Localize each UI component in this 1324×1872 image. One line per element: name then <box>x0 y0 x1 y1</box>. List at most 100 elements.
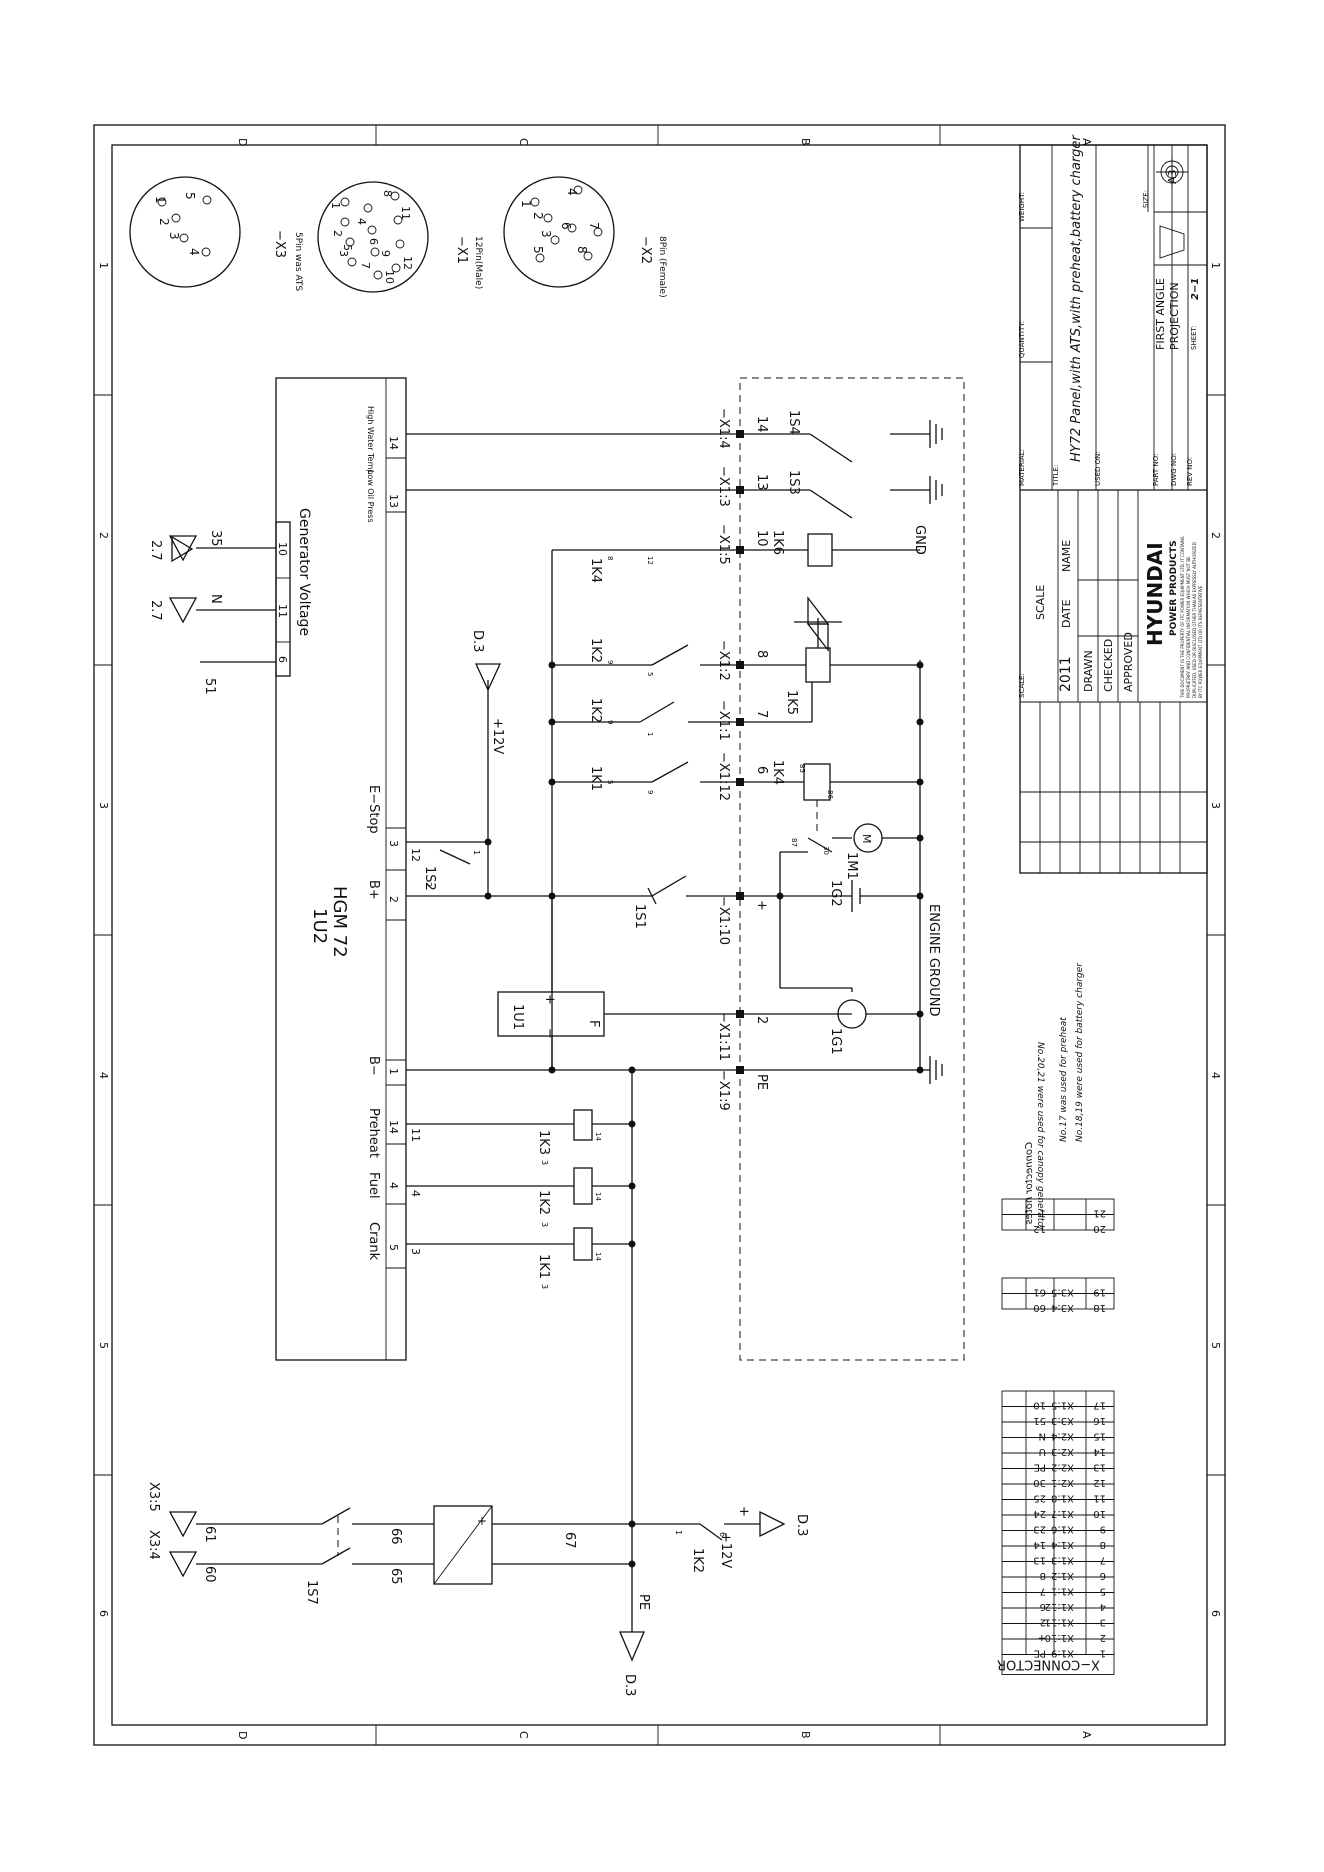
svg-text:13: 13 <box>754 474 769 491</box>
svg-text:14: 14 <box>594 1252 602 1261</box>
svg-text:D.3: D.3 <box>470 630 485 652</box>
brand-logo: HYUNDAI <box>1143 542 1167 646</box>
x-connector-cell: + <box>1038 1632 1046 1643</box>
svg-text:11: 11 <box>409 1128 422 1142</box>
svg-text:1U1: 1U1 <box>510 1004 525 1030</box>
zone-letter-top-a: A <box>1080 138 1093 146</box>
svg-text:2: 2 <box>531 212 545 220</box>
main-circuit: 1K4 8 12 −X1:5 10 1K6 GND 1K2 9 5 −X1:2 … <box>406 524 943 1632</box>
svg-text:12: 12 <box>646 556 654 565</box>
drawing-frame: D C B A D C B A 1 2 3 4 5 6 1 2 3 4 5 6 <box>93 124 1226 1746</box>
x-connector-cell: 13 <box>1093 1462 1106 1473</box>
svg-text:4: 4 <box>565 188 579 196</box>
svg-text:8: 8 <box>754 650 769 658</box>
svg-text:REV NO:: REV NO: <box>1186 457 1194 486</box>
svg-text:DUPLICATED, USED OR DISCLOSED: DUPLICATED, USED OR DISCLOSED OTHER THAN… <box>1192 542 1197 698</box>
svg-text:Fuel: Fuel <box>366 1172 381 1199</box>
zone-letter-bottom-a: A <box>1080 1731 1093 1739</box>
x-connector-cell: 11 <box>1093 1493 1106 1504</box>
x-connector-cell: X1:1 <box>1051 1586 1074 1597</box>
x-connector-cell: 5 <box>1100 1586 1106 1597</box>
zone-number-left-5: 5 <box>97 1342 110 1349</box>
svg-text:1K2: 1K2 <box>690 1548 705 1573</box>
svg-text:1G2: 1G2 <box>828 880 843 907</box>
x-connector-cell: X2:3 <box>1051 1446 1074 1457</box>
svg-text:BY ITC POWER EQUIPMENT LTD OR: BY ITC POWER EQUIPMENT LTD OR ITS REPRES… <box>1198 585 1203 698</box>
svg-text:−X1:1: −X1:1 <box>716 700 731 741</box>
svg-text:4: 4 <box>387 1182 400 1189</box>
svg-text:1: 1 <box>646 732 654 736</box>
svg-text:DWG NO:: DWG NO: <box>1170 453 1178 486</box>
svg-text:1M1: 1M1 <box>844 852 859 880</box>
svg-text:1K3: 1K3 <box>536 1130 551 1155</box>
svg-text:5: 5 <box>531 246 545 254</box>
svg-text:1: 1 <box>387 1068 400 1075</box>
svg-text:1K2: 1K2 <box>588 698 603 723</box>
x-connector-cell: X1:7 <box>1051 1508 1074 1519</box>
svg-text:6: 6 <box>559 222 573 230</box>
svg-text:PROJECTION: PROJECTION <box>1168 282 1181 350</box>
zone-number-left-2: 2 <box>97 532 110 539</box>
svg-text:PE: PE <box>636 1594 651 1610</box>
svg-text:FIRST ANGLE: FIRST ANGLE <box>1154 278 1167 350</box>
svg-text:D.3: D.3 <box>622 1674 637 1696</box>
svg-text:35: 35 <box>208 530 223 547</box>
svg-text:9: 9 <box>606 660 614 664</box>
zone-letter-bottom-c: C <box>517 1731 530 1739</box>
x-connector-cell: 2 <box>1100 1632 1106 1643</box>
svg-text:F: F <box>586 1020 601 1027</box>
svg-text:1K4: 1K4 <box>770 760 785 785</box>
svg-text:7: 7 <box>754 710 769 718</box>
svg-text:1K5: 1K5 <box>784 690 799 715</box>
svg-text:QUANTITY:: QUANTITY: <box>1018 321 1026 358</box>
svg-text:−X1:3: −X1:3 <box>716 466 731 507</box>
x2-note: 8Pin (Female) <box>657 236 667 298</box>
svg-text:3: 3 <box>540 1160 549 1165</box>
x-connector-cell: 51 <box>1033 1415 1046 1426</box>
zone-number-left-3: 3 <box>97 802 110 809</box>
svg-text:66: 66 <box>388 1528 403 1545</box>
x-connector-cell: 23 <box>1033 1524 1046 1535</box>
svg-text:Crank: Crank <box>366 1222 381 1261</box>
x3-note: 5Pin was ATS <box>293 232 303 291</box>
x-connector-cell: X1:6 <box>1051 1524 1074 1535</box>
x-connector-cell: X2:1 <box>1051 1477 1074 1488</box>
svg-text:12: 12 <box>401 256 414 270</box>
x-connector-cell: X1:11 <box>1045 1617 1074 1628</box>
x-connector-cell: 61 <box>1033 1287 1046 1298</box>
svg-text:1: 1 <box>519 200 533 208</box>
svg-text:2: 2 <box>157 218 171 226</box>
svg-text:−X1:12: −X1:12 <box>716 752 731 801</box>
svg-text:−X1:4: −X1:4 <box>716 408 731 449</box>
x-connector-cell: 20 <box>1093 1223 1106 1234</box>
svg-text:B+: B+ <box>366 880 381 900</box>
zone-number-right-6: 6 <box>1209 1610 1222 1617</box>
svg-text:1: 1 <box>153 196 167 204</box>
x-connector-cell: 30 <box>1033 1477 1046 1488</box>
svg-text:PE: PE <box>754 1074 769 1090</box>
x-connector-cell: PE <box>1034 1648 1046 1659</box>
svg-text:5: 5 <box>646 672 654 676</box>
zone-letter-top-c: C <box>517 138 530 146</box>
zone-number-left-6: 6 <box>97 1610 110 1617</box>
svg-text:3: 3 <box>540 1284 549 1289</box>
svg-text:1S1: 1S1 <box>632 904 647 929</box>
svg-text:14: 14 <box>754 416 769 433</box>
x-connector-cell: 14 <box>1033 1539 1046 1550</box>
connector-notes: Connector notes No.20,21 were used for c… <box>1024 962 1085 1232</box>
svg-text:12: 12 <box>409 848 422 862</box>
svg-text:No.20,21 were used for canopy: No.20,21 were used for canopy generator <box>1035 1042 1045 1232</box>
x-connector-cell: PE <box>1034 1462 1046 1473</box>
svg-text:1K1: 1K1 <box>588 766 603 791</box>
x-connector-cell: X2:4 <box>1051 1431 1074 1442</box>
svg-text:3: 3 <box>539 230 553 238</box>
charger-supply-circuit: X3:5 X3:4 61 60 1S7 66 65 + 67 D.3 1K2 +… <box>146 1482 809 1696</box>
svg-text:1K1: 1K1 <box>536 1254 551 1279</box>
x-connector-cell: U <box>1039 1446 1046 1457</box>
connector-x1: 1 2 3 4 5 6 7 8 9 10 11 12 −X1 12Pin(Mal… <box>317 181 483 293</box>
svg-text:7: 7 <box>587 222 601 230</box>
svg-text:9: 9 <box>379 250 392 257</box>
svg-text:MATERIAL:: MATERIAL: <box>1018 449 1026 486</box>
svg-text:4: 4 <box>409 1190 422 1197</box>
svg-text:No.17 was used for preheat: No.17 was used for preheat <box>1059 1017 1069 1142</box>
